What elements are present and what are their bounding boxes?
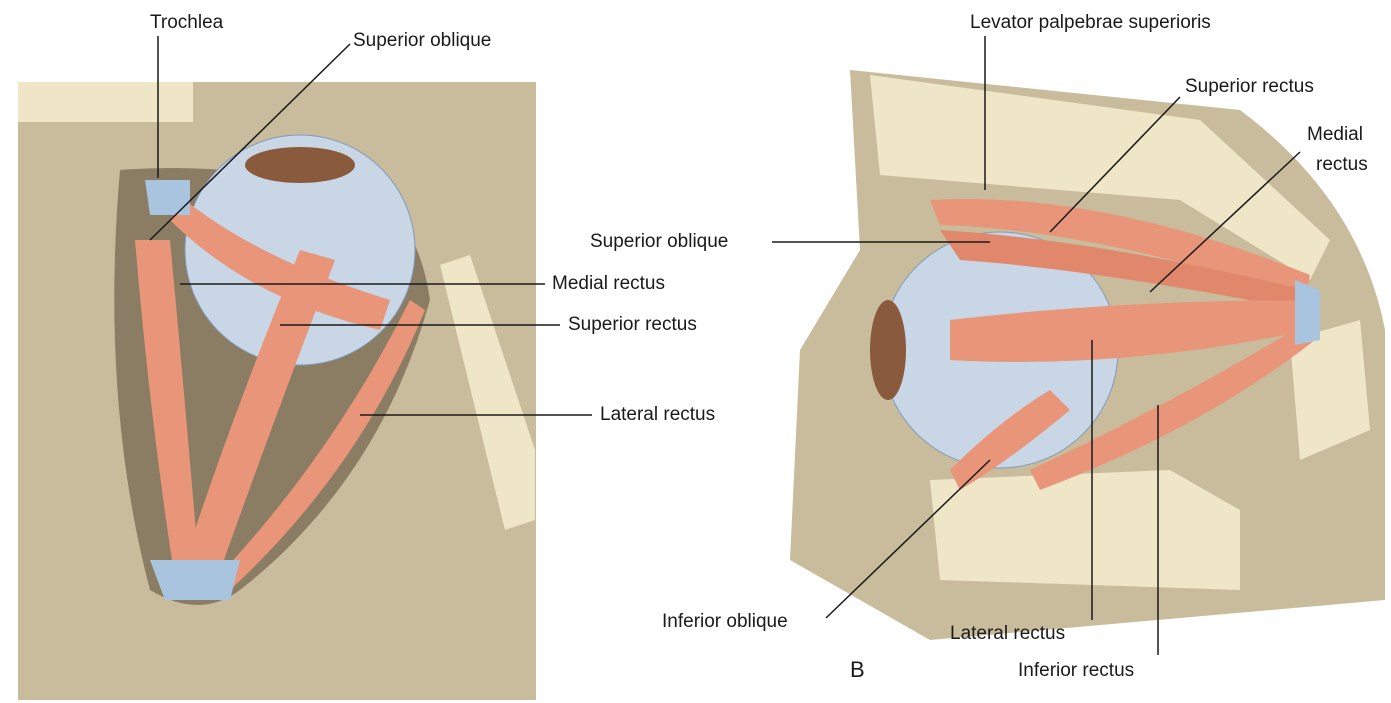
leader-medial-rectus-b — [1149, 151, 1301, 293]
sphenoid-section — [1290, 320, 1370, 460]
cornea-iris-b — [870, 300, 906, 400]
superior-oblique-muscle-a — [170, 200, 390, 330]
label-levator: Levator palpebrae superioris — [970, 12, 1211, 33]
label-superior-oblique-b: Superior oblique — [590, 231, 729, 252]
label-lateral-rectus-a: Lateral rectus — [600, 404, 716, 425]
leader-inferior-oblique — [825, 459, 991, 619]
inferior-rectus-muscle-b — [1030, 320, 1315, 490]
label-lateral-rectus-b: Lateral rectus — [950, 623, 1066, 644]
label-inferior-oblique: Inferior oblique — [662, 611, 788, 632]
cornea-iris-a — [245, 147, 355, 183]
label-superior-rectus-b: Superior rectus — [1185, 76, 1314, 97]
superior-rectus-muscle-b — [940, 230, 1305, 310]
levator-muscle-b — [930, 198, 1310, 300]
label-medial-rectus-b-line2: rectus — [1316, 154, 1368, 175]
frontal-bone-section — [18, 82, 193, 122]
lateral-rectus-muscle-a — [210, 300, 425, 590]
lateral-rectus-muscle-b — [950, 300, 1310, 362]
maxilla-section — [930, 470, 1240, 590]
trochlea-a — [145, 180, 190, 215]
lateral-wall-section — [440, 255, 535, 530]
label-trochlea: Trochlea — [150, 12, 224, 33]
inferior-oblique-muscle-b — [950, 390, 1070, 490]
label-superior-rectus-a: Superior rectus — [568, 314, 697, 335]
label-superior-oblique-a: Superior oblique — [353, 30, 492, 51]
leader-lines — [149, 36, 1301, 655]
label-medial-rectus-a: Medial rectus — [552, 273, 665, 294]
label-medial-rectus-b-line1: Medial — [1307, 124, 1363, 145]
label-inferior-rectus-b: Inferior rectus — [1018, 660, 1135, 681]
panel-letter-b: B — [850, 657, 865, 682]
panel-a-illustration — [18, 82, 536, 700]
common-tendinous-ring-a — [150, 560, 240, 600]
superior-rectus-muscle-a — [180, 250, 335, 585]
common-tendinous-ring-b — [1295, 280, 1320, 345]
leader-superior-rectus-b — [1049, 96, 1181, 233]
medial-rectus-muscle-a — [135, 240, 200, 580]
leader-superior-oblique-a — [149, 43, 351, 241]
